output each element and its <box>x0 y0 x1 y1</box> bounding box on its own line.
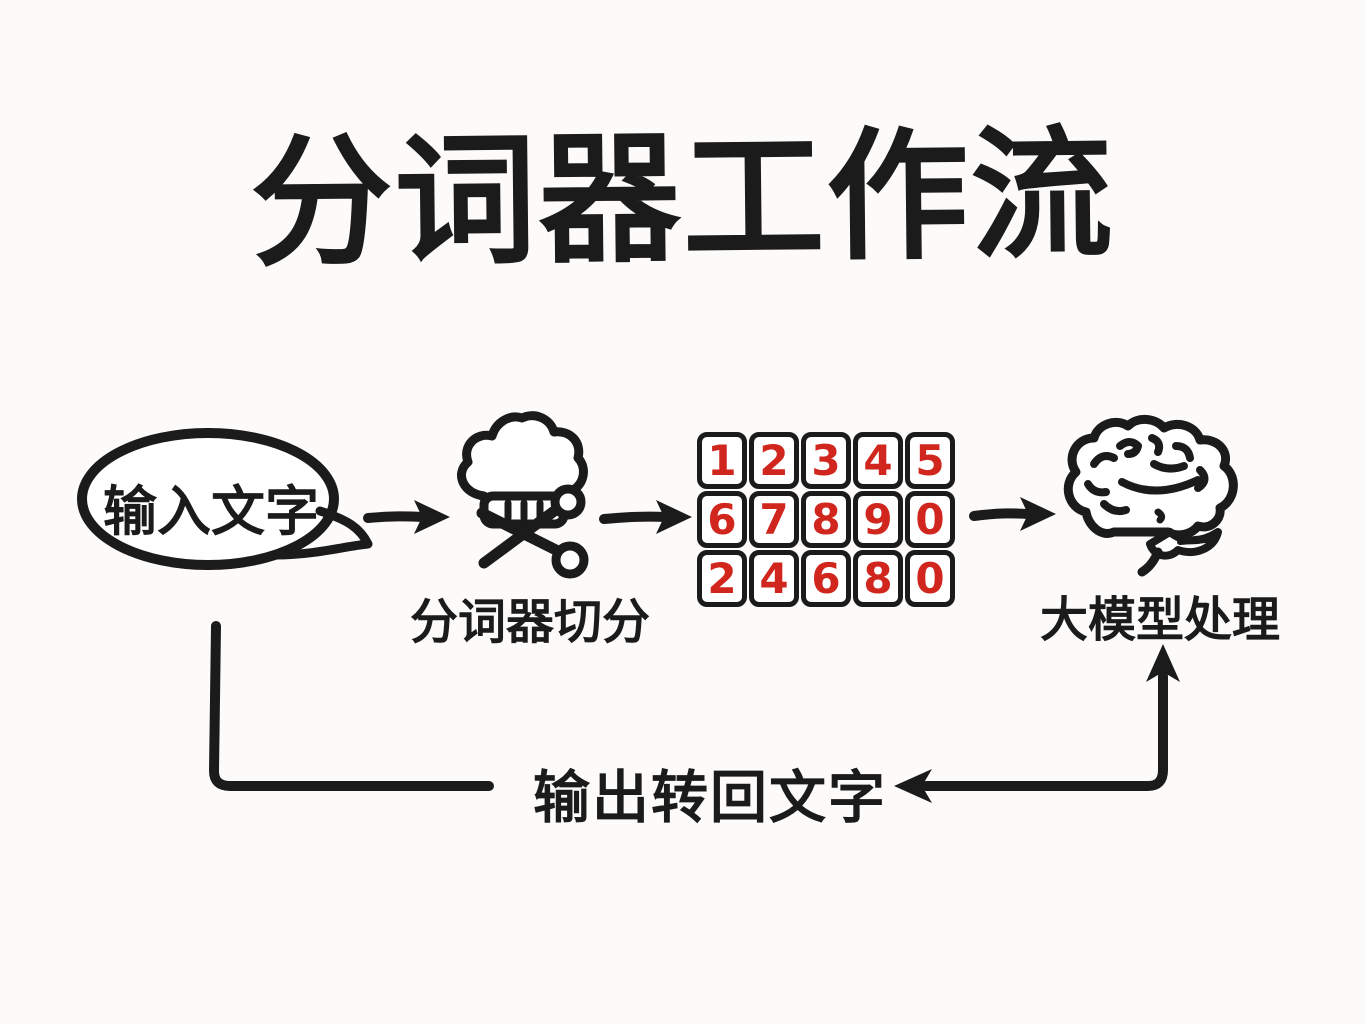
brain-icon <box>1063 415 1238 577</box>
loop-output-label: 输出转回文字 <box>533 765 887 831</box>
model-stage <box>1058 415 1248 580</box>
tokenizer-stage <box>450 411 610 592</box>
token-cell: 4 <box>749 550 799 607</box>
token-cell: 7 <box>749 491 799 548</box>
token-cell: 8 <box>853 550 903 607</box>
arrow-input-to-tokenizer <box>363 511 429 523</box>
token-cell: 3 <box>801 432 851 489</box>
arrow-tokens-to-model <box>969 508 1033 521</box>
token-cell: 9 <box>853 491 903 548</box>
loop-line-left <box>209 621 494 791</box>
arrowhead-loop-up-to-model <box>1146 644 1180 682</box>
arrow-tokenizer-to-tokens <box>599 511 671 524</box>
token-cell: 2 <box>697 550 747 607</box>
token-cell: 0 <box>905 550 955 607</box>
token-cell: 6 <box>801 550 851 607</box>
token-cell: 0 <box>905 491 955 548</box>
chef-hat-scissors-icon <box>457 411 589 579</box>
model-label: 大模型处理 <box>1039 592 1280 648</box>
speech-bubble-shape <box>77 428 373 570</box>
input-speech-bubble: 输入文字 <box>70 425 380 585</box>
arrowhead-loop-left <box>894 769 932 803</box>
input-label: 输入文字 <box>103 480 319 543</box>
token-cell: 1 <box>697 432 747 489</box>
token-cell: 4 <box>853 432 903 489</box>
token-cell: 8 <box>801 491 851 548</box>
tokenizer-label: 分词器切分 <box>409 594 650 650</box>
token-cell: 5 <box>905 432 955 489</box>
arrowhead-tokens-to-model <box>1020 497 1056 531</box>
token-cell: 2 <box>749 432 799 489</box>
arrowhead-input-to-tokenizer <box>414 500 450 534</box>
loop-line-right <box>921 671 1168 791</box>
arrowhead-tokenizer-to-tokens <box>656 500 692 534</box>
token-cell: 6 <box>697 491 747 548</box>
